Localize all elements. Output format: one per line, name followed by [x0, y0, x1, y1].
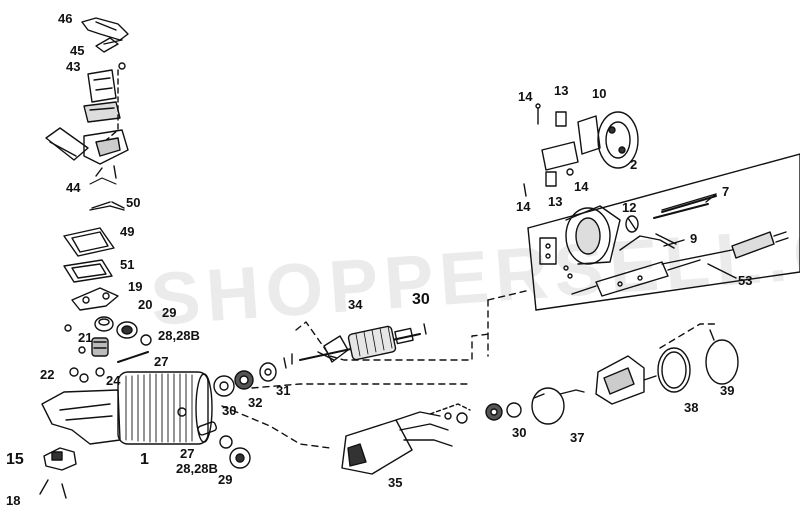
ring-part-39	[705, 329, 739, 385]
callout-35: 35	[388, 475, 403, 490]
end-cap-part-2	[597, 111, 639, 169]
field-part-35	[341, 411, 453, 475]
callout-53: 53	[738, 273, 753, 288]
callout-2: 2	[630, 157, 638, 172]
screw-14c	[523, 183, 527, 197]
callout-7: 7	[722, 184, 730, 199]
motor-end-housing	[565, 205, 621, 265]
terminal-block	[539, 237, 557, 265]
callout-22: 22	[40, 367, 55, 382]
brush-13b	[545, 171, 557, 187]
gear-part-21	[91, 337, 109, 357]
bearing-32	[234, 370, 254, 390]
callout-49: 49	[120, 224, 135, 239]
plug-part-53	[661, 231, 789, 265]
callout-46: 46	[58, 11, 73, 26]
brush-13a	[555, 111, 567, 127]
washer-28-top	[140, 334, 152, 346]
ring-part-38	[657, 347, 691, 393]
switch-assembly	[595, 355, 657, 405]
screws-part-7	[653, 195, 717, 219]
clip-part-15	[43, 447, 77, 471]
bearing-30-left	[213, 375, 235, 397]
callout-21: 21	[78, 330, 93, 345]
wire-part-9	[619, 233, 677, 251]
ring-part-37	[531, 387, 565, 425]
spring-part-12	[625, 215, 639, 233]
callout-14-a: 14	[518, 89, 533, 104]
callout-19: 19	[128, 279, 143, 294]
screw-14b	[566, 168, 574, 176]
callout-34: 34	[348, 297, 363, 312]
callout-27-top: 27	[154, 354, 169, 369]
cord-part-53	[571, 259, 701, 297]
washer-31	[259, 362, 277, 382]
blade-lever-part-45	[95, 37, 123, 53]
callout-38: 38	[684, 400, 699, 415]
bearing-part-29-bot	[229, 447, 251, 469]
leader-30-top	[295, 321, 491, 361]
callout-20: 20	[138, 297, 153, 312]
brush-holder-part-10	[541, 115, 601, 171]
callout-31: 31	[276, 383, 291, 398]
blade-plate-upper	[87, 69, 117, 103]
screw-44b	[113, 165, 117, 179]
callout-28-top: 28,28B	[158, 328, 200, 343]
screw-part-43	[118, 62, 126, 70]
callout-14-c: 14	[516, 199, 531, 214]
callout-13-b: 13	[548, 194, 563, 209]
callout-50: 50	[126, 195, 141, 210]
screw-18a	[39, 479, 49, 495]
callout-24: 24	[106, 373, 121, 388]
callout-12: 12	[622, 200, 637, 215]
callout-29-bot: 29	[218, 472, 233, 487]
callout-51: 51	[120, 257, 135, 272]
callout-15: 15	[6, 451, 24, 468]
leader-43	[103, 69, 119, 143]
housing-part-1	[41, 371, 213, 445]
blade-housing-right	[83, 129, 129, 165]
callout-43: 43	[66, 59, 81, 74]
pin-part-27-bot	[197, 421, 218, 436]
screw-18b	[61, 483, 67, 499]
callout-9: 9	[690, 231, 698, 246]
blade-comb	[83, 101, 121, 123]
callout-29-top: 29	[162, 305, 177, 320]
callout-30-top: 30	[412, 291, 430, 308]
callout-28-bot: 28,28B	[176, 461, 218, 476]
blade-cover-left	[45, 127, 89, 161]
callout-13-a: 13	[554, 83, 569, 98]
cord-panel	[527, 153, 800, 311]
bushing-part-20	[94, 316, 114, 332]
pin-part-27-top	[117, 351, 149, 363]
callout-1: 1	[140, 451, 149, 468]
armature-part-34	[299, 325, 421, 363]
screw-14a	[535, 103, 541, 125]
callout-10: 10	[592, 86, 607, 101]
callout-30-right: 30	[512, 425, 527, 440]
callout-39: 39	[720, 383, 735, 398]
gasket-part-49	[63, 227, 115, 257]
washer-28-bot	[219, 435, 233, 449]
callout-44: 44	[66, 180, 81, 195]
callout-18: 18	[6, 493, 21, 508]
blade-top-part-46	[81, 17, 129, 41]
callout-37: 37	[570, 430, 585, 445]
bearing-part-29-top	[116, 321, 138, 339]
callout-27-bot: 27	[180, 446, 195, 461]
callout-32: 32	[248, 395, 263, 410]
callout-45: 45	[70, 43, 85, 58]
screw-44a	[95, 167, 103, 177]
lever-part-19	[71, 287, 119, 311]
gasket-part-51	[63, 259, 113, 283]
callout-30-left: 30	[222, 403, 237, 418]
bearing-30-right	[485, 402, 522, 421]
callout-14-b: 14	[574, 179, 589, 194]
